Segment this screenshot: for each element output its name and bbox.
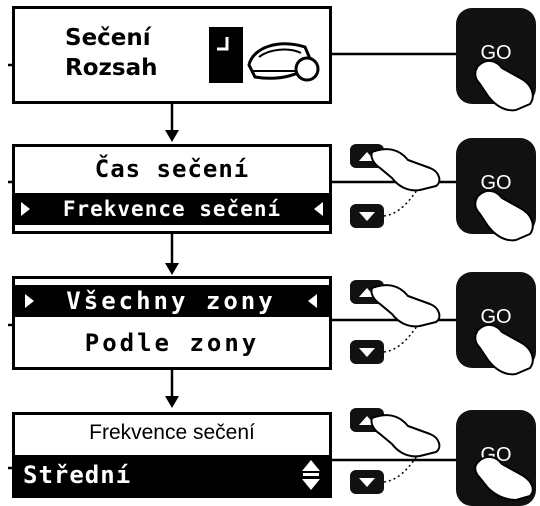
go-button-label: GO bbox=[480, 444, 512, 466]
flow-arrowhead-1 bbox=[165, 130, 179, 142]
menu-line-vsechny-zony[interactable]: Všechny zony bbox=[15, 285, 329, 317]
lcd-screen-1: Sečení Rozsah bbox=[12, 6, 332, 104]
go-button[interactable]: GO bbox=[456, 410, 536, 506]
setting-value: Střední bbox=[23, 461, 132, 489]
go-button-label: GO bbox=[480, 42, 512, 64]
flow-arrowhead-2 bbox=[165, 263, 179, 275]
selected-item-label: Všechny zony bbox=[66, 287, 276, 315]
flow-arrowhead-3 bbox=[165, 396, 179, 408]
selection-right-arrow-icon bbox=[25, 294, 34, 308]
go-button[interactable]: GO bbox=[456, 272, 536, 368]
up-down-arrow-icon bbox=[302, 460, 320, 490]
setting-value-field[interactable]: Střední bbox=[15, 455, 329, 495]
lcd-screen-3: Všechny zony Podle zony bbox=[12, 276, 332, 370]
menu-line-sekani: Sečení bbox=[65, 25, 151, 51]
menu-line-frekvence-seceni[interactable]: Frekvence sečení bbox=[15, 193, 329, 225]
selection-right-arrow-icon bbox=[21, 202, 30, 216]
selection-left-arrow-icon bbox=[314, 202, 323, 216]
mower-icon bbox=[209, 27, 320, 83]
menu-line-cas-seceni: Čas sečení bbox=[94, 155, 250, 183]
selected-item-label: Frekvence sečení bbox=[62, 197, 282, 221]
lcd-screen-2: Čas sečení Frekvence sečení bbox=[12, 144, 332, 234]
selection-left-arrow-icon bbox=[308, 294, 317, 308]
lcd-text-block: Sečení Rozsah bbox=[65, 23, 157, 83]
lcd-screen-4: Frekvence sečení Střední bbox=[12, 412, 332, 498]
go-button-label: GO bbox=[480, 306, 512, 328]
setting-title: Frekvence sečení bbox=[89, 421, 255, 444]
go-button-label: GO bbox=[480, 172, 512, 194]
menu-line-rozsah: Rozsah bbox=[65, 55, 158, 81]
menu-line-podle-zony: Podle zony bbox=[84, 329, 260, 357]
go-button[interactable]: GO bbox=[456, 8, 536, 104]
go-button[interactable]: GO bbox=[456, 138, 536, 234]
